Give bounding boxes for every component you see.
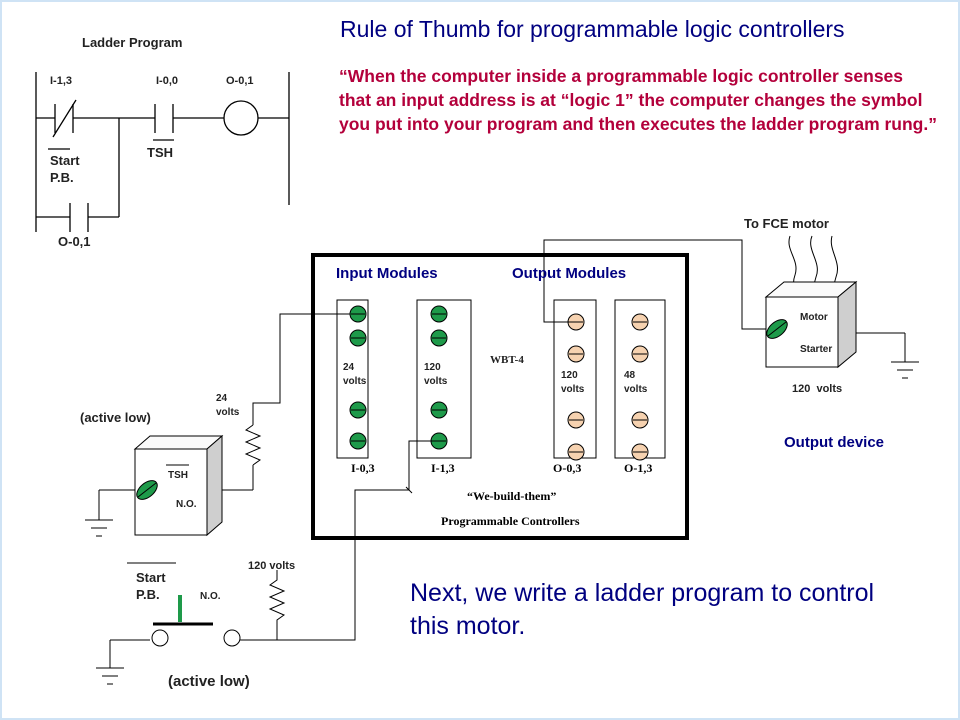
pb-active-low: (active low) bbox=[168, 673, 250, 690]
input-module-1 bbox=[336, 299, 369, 459]
plc-maker-sub: Programmable Controllers bbox=[441, 514, 580, 528]
ladder-addr-start: I-1,3 bbox=[50, 75, 73, 87]
ladder-start-label: Start P.B. bbox=[50, 153, 80, 185]
plc-model: WBT-4 bbox=[490, 354, 524, 366]
start-nc-slash bbox=[52, 99, 77, 138]
plc-maker: “We-build-them” bbox=[467, 489, 557, 503]
tsh-box-label: TSH bbox=[168, 470, 188, 481]
input-module-2 bbox=[416, 299, 472, 459]
addr-i-0-3: I-0,3 bbox=[351, 461, 375, 475]
ladder-tsh-label: TSH bbox=[147, 145, 173, 160]
terminal-bars bbox=[351, 313, 647, 453]
motor-volts: 120 volts bbox=[792, 383, 843, 395]
pb-label: Start P.B. bbox=[136, 570, 166, 602]
motor-label: Motor bbox=[800, 312, 828, 323]
next-step-text: Next, we write a ladder program to contr… bbox=[410, 579, 875, 640]
mod2-volts: 120 volts bbox=[424, 362, 448, 387]
motor-starter-box bbox=[764, 280, 858, 369]
mod4-volts: 48 volts bbox=[624, 370, 648, 395]
output-device-label: Output device bbox=[784, 434, 885, 451]
ladder-addr-coil: O-0,1 bbox=[226, 75, 254, 87]
ladder-diagram bbox=[35, 72, 290, 232]
input-modules-header: Input Modules bbox=[336, 265, 438, 282]
pb-no-label: N.O. bbox=[200, 591, 221, 602]
tsh-no-label: N.O. bbox=[176, 499, 197, 510]
slide-title: Rule of Thumb for programmable logic con… bbox=[340, 16, 845, 42]
ladder-seal-label: O-0,1 bbox=[58, 234, 91, 249]
plc-enclosure bbox=[311, 253, 689, 540]
ladder-addr-tsh: I-0,0 bbox=[156, 75, 179, 87]
pb-volts: 120 volts bbox=[248, 560, 296, 572]
addr-o-1-3: O-1,3 bbox=[624, 461, 653, 475]
tsh-switch-box bbox=[133, 434, 224, 537]
mod1-volts: 24 volts bbox=[343, 362, 367, 387]
output-modules-header: Output Modules bbox=[512, 265, 627, 282]
start-pushbutton bbox=[151, 595, 241, 647]
ladder-heading: Ladder Program bbox=[82, 35, 183, 50]
addr-o-0-3: O-0,3 bbox=[553, 461, 582, 475]
rule-quote: “When the computer inside a programmable… bbox=[339, 66, 937, 134]
tsh-active-low: (active low) bbox=[80, 410, 151, 425]
starter-label: Starter bbox=[800, 344, 833, 355]
tsh-volts: 24 volts bbox=[216, 393, 240, 418]
addr-i-1-3: I-1,3 bbox=[431, 461, 455, 475]
output-coil bbox=[223, 100, 259, 136]
fce-motor-label: To FCE motor bbox=[744, 216, 829, 231]
mod3-volts: 120 volts bbox=[561, 370, 585, 395]
